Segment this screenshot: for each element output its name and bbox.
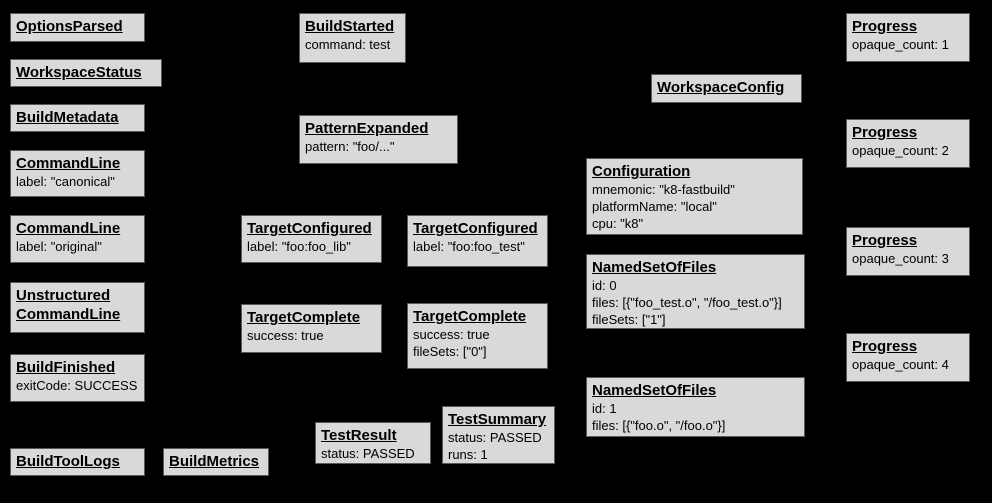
node-title: CommandLine [16, 155, 121, 172]
node-detail: id: 0 [592, 278, 617, 293]
node-target-complete-lib: TargetComplete success: true [241, 304, 382, 353]
node-title: Progress [852, 18, 918, 35]
node-title: Unstructured CommandLine [16, 287, 121, 323]
node-detail: label: "original" [16, 239, 102, 254]
node-progress-2: Progress opaque_count: 2 [846, 119, 970, 168]
node-workspace-status: WorkspaceStatus [10, 59, 162, 87]
node-detail: success: true [247, 328, 324, 343]
node-detail: opaque_count: 2 [852, 143, 949, 158]
node-build-started: BuildStarted command: test [299, 13, 406, 63]
node-title: BuildStarted [305, 18, 395, 35]
node-title: Progress [852, 338, 918, 355]
node-title: BuildMetrics [169, 453, 260, 470]
node-detail: opaque_count: 1 [852, 37, 949, 52]
node-detail: label: "foo:foo_test" [413, 239, 525, 254]
node-title: BuildMetadata [16, 109, 119, 126]
node-named-set-of-files-0: NamedSetOfFiles id: 0 files: [{"foo_test… [586, 254, 805, 329]
node-progress-1: Progress opaque_count: 1 [846, 13, 970, 62]
node-title: Progress [852, 124, 918, 141]
node-detail: fileSets: ["0"] [413, 344, 487, 359]
node-detail: fileSets: ["1"] [592, 312, 666, 327]
node-build-metrics: BuildMetrics [163, 448, 269, 476]
node-command-line-original: CommandLine label: "original" [10, 215, 145, 263]
node-title: TargetComplete [247, 309, 361, 326]
node-title: NamedSetOfFiles [592, 382, 717, 399]
node-detail: status: PASSED [321, 446, 415, 461]
node-title: CommandLine [16, 220, 121, 237]
node-detail: opaque_count: 4 [852, 357, 949, 372]
node-detail: pattern: "foo/..." [305, 139, 395, 154]
node-detail: mnemonic: "k8-fastbuild" [592, 182, 735, 197]
node-build-tool-logs: BuildToolLogs [10, 448, 145, 476]
node-options-parsed: OptionsParsed [10, 13, 145, 42]
node-title: TargetComplete [413, 308, 527, 325]
node-detail: runs: 1 [448, 447, 488, 462]
node-build-metadata: BuildMetadata [10, 104, 145, 132]
node-title: TargetConfigured [413, 220, 538, 237]
node-title: TestResult [321, 427, 397, 444]
node-title: NamedSetOfFiles [592, 259, 717, 276]
node-title: WorkspaceStatus [16, 64, 142, 81]
node-title: TargetConfigured [247, 220, 372, 237]
node-title: BuildFinished [16, 359, 116, 376]
node-progress-4: Progress opaque_count: 4 [846, 333, 970, 382]
node-detail: label: "foo:foo_lib" [247, 239, 351, 254]
node-target-configured-test: TargetConfigured label: "foo:foo_test" [407, 215, 548, 267]
node-title: Progress [852, 232, 918, 249]
node-target-configured-lib: TargetConfigured label: "foo:foo_lib" [241, 215, 382, 263]
node-title: WorkspaceConfig [657, 79, 785, 96]
node-title: OptionsParsed [16, 18, 123, 35]
node-detail: opaque_count: 3 [852, 251, 949, 266]
node-named-set-of-files-1: NamedSetOfFiles id: 1 files: [{"foo.o", … [586, 377, 805, 437]
node-workspace-config: WorkspaceConfig [651, 74, 802, 103]
node-test-result: TestResult status: PASSED [315, 422, 431, 464]
node-command-line-canonical: CommandLine label: "canonical" [10, 150, 145, 197]
node-title: TestSummary [448, 411, 547, 428]
node-test-summary: TestSummary status: PASSED runs: 1 [442, 406, 555, 464]
node-configuration: Configuration mnemonic: "k8-fastbuild" p… [586, 158, 803, 235]
node-detail: status: PASSED [448, 430, 542, 445]
node-detail: success: true [413, 327, 490, 342]
node-detail: label: "canonical" [16, 174, 115, 189]
node-unstructured-command-line: Unstructured CommandLine [10, 282, 145, 333]
node-detail: platformName: "local" [592, 199, 717, 214]
node-pattern-expanded: PatternExpanded pattern: "foo/..." [299, 115, 458, 164]
node-progress-3: Progress opaque_count: 3 [846, 227, 970, 276]
node-build-finished: BuildFinished exitCode: SUCCESS [10, 354, 145, 402]
node-target-complete-test: TargetComplete success: true fileSets: [… [407, 303, 548, 369]
node-title: PatternExpanded [305, 120, 429, 137]
node-title: Configuration [592, 163, 691, 180]
node-detail: files: [{"foo_test.o", "/foo_test.o"}] [592, 295, 782, 310]
node-detail: exitCode: SUCCESS [16, 378, 138, 393]
node-detail: cpu: "k8" [592, 216, 644, 231]
node-title: BuildToolLogs [16, 453, 120, 470]
node-detail: command: test [305, 37, 391, 52]
node-detail: files: [{"foo.o", "/foo.o"}] [592, 418, 726, 433]
node-detail: id: 1 [592, 401, 617, 416]
